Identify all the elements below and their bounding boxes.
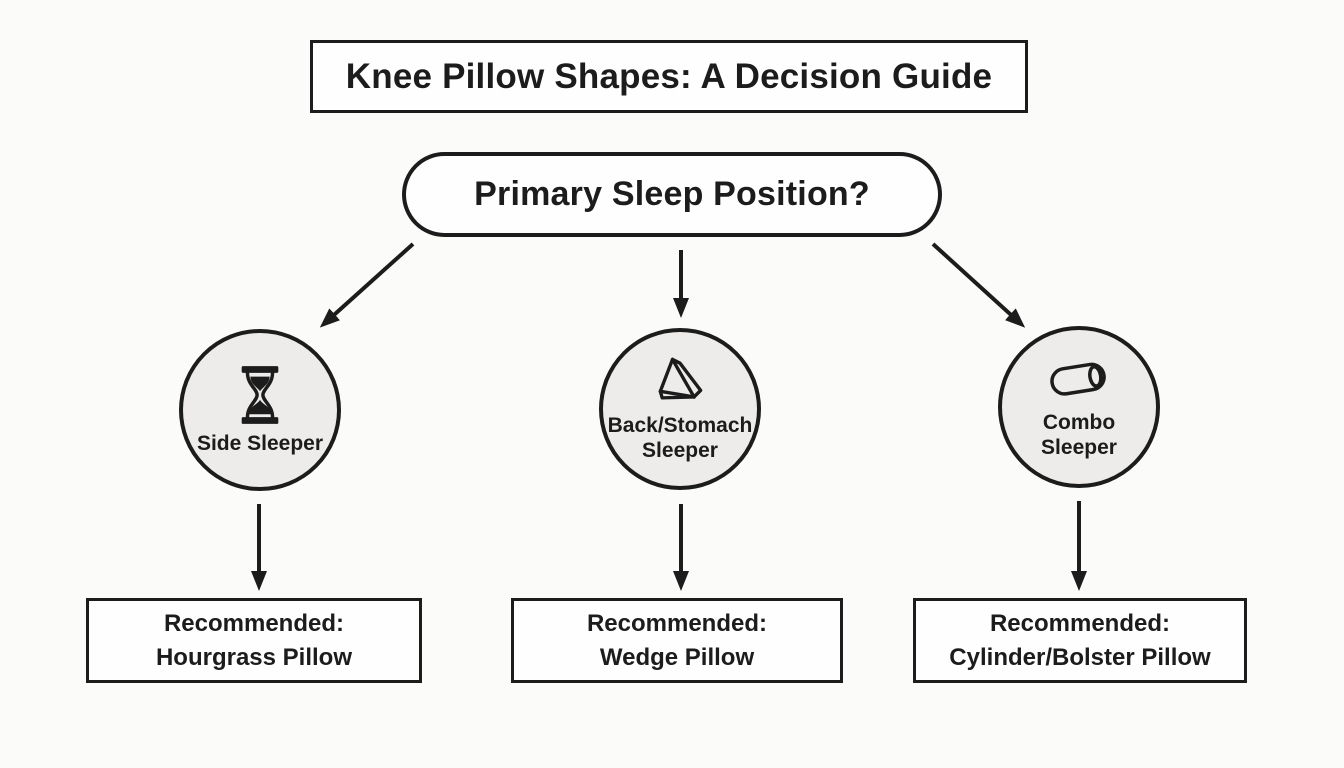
node-label-back-stomach-sleeper: Back/Stomach Sleeper xyxy=(607,414,753,462)
hourglass-icon xyxy=(241,365,279,424)
cylinder-icon xyxy=(1050,362,1106,396)
node-label-side-sleeper: Side Sleeper xyxy=(196,431,324,455)
arrow-question-to-combo-sleeper xyxy=(931,242,1026,328)
diagram-title-text: Knee Pillow Shapes: A Decision Guide xyxy=(345,56,993,96)
wedge-icon xyxy=(658,357,703,400)
diagram-title: Knee Pillow Shapes: A Decision Guide xyxy=(310,40,1028,113)
question-node: Primary Sleep Position? xyxy=(402,152,942,237)
node-side-sleeper: Side Sleeper xyxy=(179,329,341,491)
recommendation-combo-sleeper: Recommended: Cylinder/Bolster Pillow xyxy=(913,598,1247,683)
arrow-question-to-side-sleeper xyxy=(319,242,415,328)
question-text: Primary Sleep Position? xyxy=(474,175,870,213)
node-combo-sleeper: Combo Sleeper xyxy=(998,326,1160,488)
recommendation-side-sleeper: Recommended: Hourgrass Pillow xyxy=(86,598,422,683)
node-label-combo-sleeper: Combo Sleeper xyxy=(1041,411,1117,459)
recommendation-back-stomach-sleeper: Recommended: Wedge Pillow xyxy=(511,598,843,683)
node-back-stomach-sleeper: Back/Stomach Sleeper xyxy=(599,328,761,490)
